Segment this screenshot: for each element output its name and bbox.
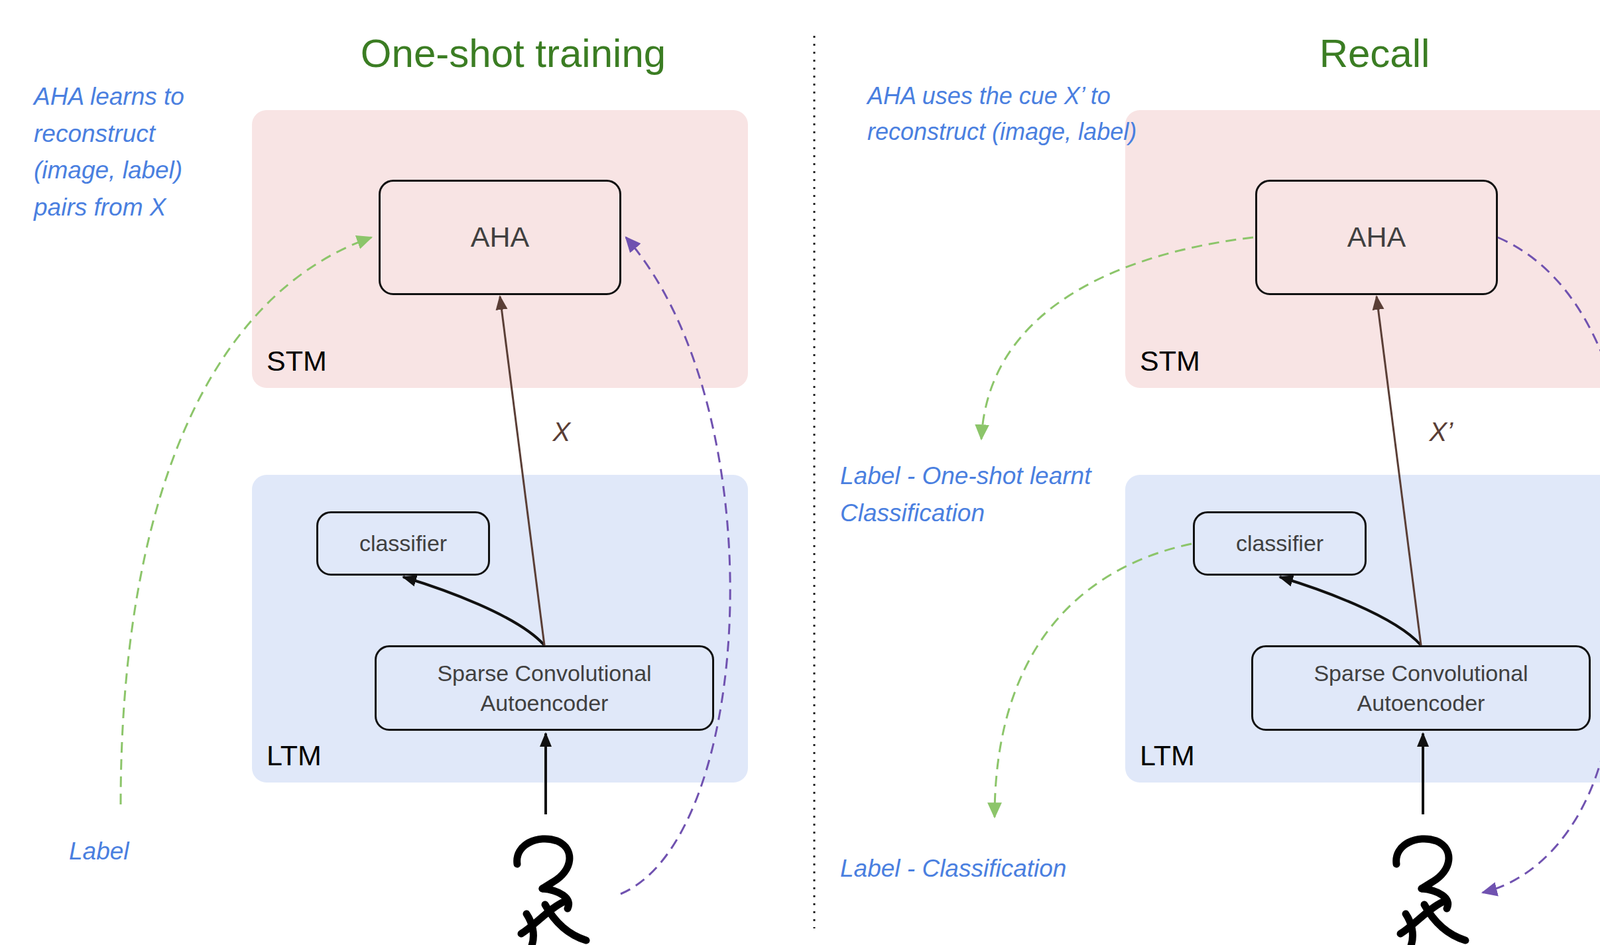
output-label: Label - One-shot learnt Classification [840, 457, 1112, 532]
module-box: classifier [1192, 511, 1367, 576]
image-recall-line [1482, 734, 1600, 893]
recall-label-line [981, 237, 1254, 439]
memory-label: LTM [266, 739, 322, 772]
handwritten-character [1396, 838, 1466, 945]
output-label: Label - Classification [840, 850, 1067, 888]
handwritten-character [517, 838, 587, 945]
signal-name: X’ [1426, 417, 1457, 447]
image-recall-line [1497, 237, 1600, 368]
memory-region: STM AHA [1125, 110, 1600, 388]
panel-title: One-shot training [360, 23, 666, 84]
memory-region: LTM classifierSparse Convolutional Autoen… [1125, 474, 1600, 783]
feature-arrow [1279, 576, 1421, 646]
module-name: AHA [1347, 218, 1406, 256]
module-name: classifier [1235, 528, 1324, 558]
encoding-arrow [1376, 296, 1421, 646]
module-name: Sparse Convolutional Autoencoder [1279, 658, 1563, 717]
module-name: Sparse Convolutional Autoencoder [403, 658, 686, 717]
module-name: classifier [359, 528, 447, 558]
note-text: AHA uses the cue X’ to reconstruct (imag… [867, 78, 1160, 150]
encoding-arrow [499, 296, 545, 646]
image-input-arrow [1421, 733, 1425, 815]
label-input-line [120, 237, 372, 805]
signal-name: X [550, 417, 574, 447]
module-name: AHA [470, 218, 530, 256]
memory-label: STM [1139, 344, 1201, 378]
panel-title: Recall [1319, 23, 1431, 84]
module-box: Sparse Convolutional Autoencoder [374, 645, 715, 731]
classification-label-line [994, 543, 1192, 817]
image-input-arrow [544, 733, 548, 815]
input-label: Label [68, 832, 130, 870]
panel-separator [813, 35, 816, 929]
module-box: AHA [378, 179, 622, 296]
feature-arrow [403, 576, 545, 646]
memory-region: LTM classifierSparse Convolutional Autoen… [251, 474, 748, 783]
image-input-line [620, 237, 731, 894]
memory-region: STM AHA [251, 110, 748, 388]
memory-label: LTM [1139, 739, 1195, 772]
module-box: AHA [1255, 179, 1498, 296]
memory-label: STM [266, 344, 327, 378]
module-box: classifier [316, 511, 491, 576]
module-box: Sparse Convolutional Autoencoder [1251, 645, 1591, 731]
note-text: AHA learns to reconstruct (image, label)… [33, 78, 233, 226]
